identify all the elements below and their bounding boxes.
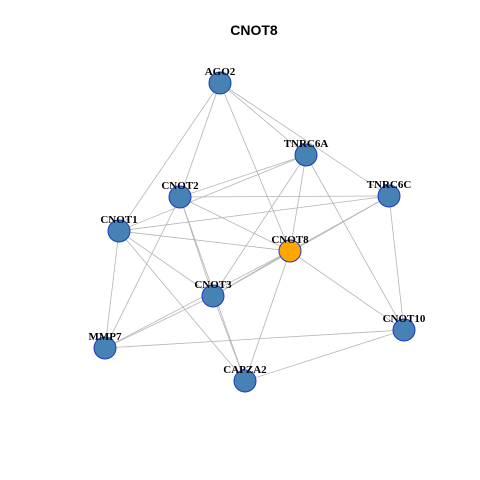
edge-cnot2-cnot8 <box>179 196 291 252</box>
edge-cnot8-cnot3 <box>212 250 291 297</box>
node-label-ago2: AGO2 <box>205 66 236 78</box>
edge-mmp7-cnot10 <box>104 329 405 349</box>
edges-layer <box>104 82 405 382</box>
node-cnot3 <box>201 284 225 308</box>
edge-tnrc6c-cnot2 <box>179 195 390 198</box>
edge-tnrc6a-cnot8 <box>289 154 307 252</box>
node-ago2 <box>208 71 232 95</box>
edge-cnot1-cnot3 <box>118 230 214 297</box>
edge-tnrc6a-cnot10 <box>305 154 405 331</box>
edge-tnrc6c-cnot10 <box>388 195 405 331</box>
edge-cnot1-cnot8 <box>118 230 291 252</box>
edge-cnot1-capza2 <box>118 230 246 382</box>
node-capza2 <box>233 369 257 393</box>
node-label-cnot8: CNOT8 <box>271 234 309 246</box>
node-label-cnot2: CNOT2 <box>161 180 199 192</box>
node-cnot1 <box>107 219 131 243</box>
node-mmp7 <box>93 336 117 360</box>
node-cnot2 <box>168 185 192 209</box>
edge-ago2-cnot1 <box>118 82 221 232</box>
edge-cnot3-mmp7 <box>104 295 214 349</box>
edge-tnrc6c-cnot1 <box>118 195 390 232</box>
edge-ago2-tnrc6c <box>219 82 390 197</box>
node-label-tnrc6c: TNRC6C <box>367 179 412 191</box>
node-label-cnot3: CNOT3 <box>194 279 232 291</box>
edge-cnot8-capza2 <box>244 250 291 382</box>
node-label-mmp7: MMP7 <box>89 331 122 343</box>
nodes-layer <box>93 71 416 393</box>
edge-cnot1-mmp7 <box>104 230 120 349</box>
node-tnrc6a <box>294 143 318 167</box>
edge-cnot8-cnot10 <box>289 250 405 331</box>
diagram-title: CNOT8 <box>230 22 278 38</box>
edge-ago2-cnot8 <box>219 82 291 252</box>
node-cnot10 <box>392 318 416 342</box>
node-label-tnrc6a: TNRC6A <box>284 138 329 150</box>
edge-tnrc6a-cnot3 <box>212 154 307 297</box>
edge-cnot2-mmp7 <box>104 196 181 349</box>
edge-tnrc6a-cnot2 <box>179 154 307 198</box>
edge-ago2-tnrc6a <box>219 82 307 156</box>
edge-capza2-cnot10 <box>244 329 405 382</box>
edge-cnot8-mmp7 <box>104 250 291 349</box>
node-label-cnot1: CNOT1 <box>100 214 137 226</box>
node-tnrc6c <box>377 184 401 208</box>
node-cnot8 <box>278 239 302 263</box>
node-label-cnot10: CNOT10 <box>383 313 426 325</box>
edge-ago2-cnot2 <box>179 82 221 198</box>
edge-tnrc6a-cnot1 <box>118 154 307 232</box>
node-label-capza2: CAPZA2 <box>223 364 267 376</box>
edge-tnrc6c-cnot3 <box>212 195 390 297</box>
edge-cnot3-capza2 <box>212 295 246 382</box>
